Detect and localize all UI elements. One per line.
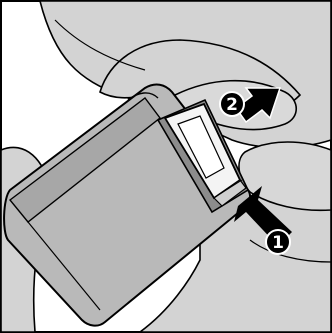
step-1-number: 1 xyxy=(272,233,284,253)
step-2-number: 2 xyxy=(226,95,238,115)
